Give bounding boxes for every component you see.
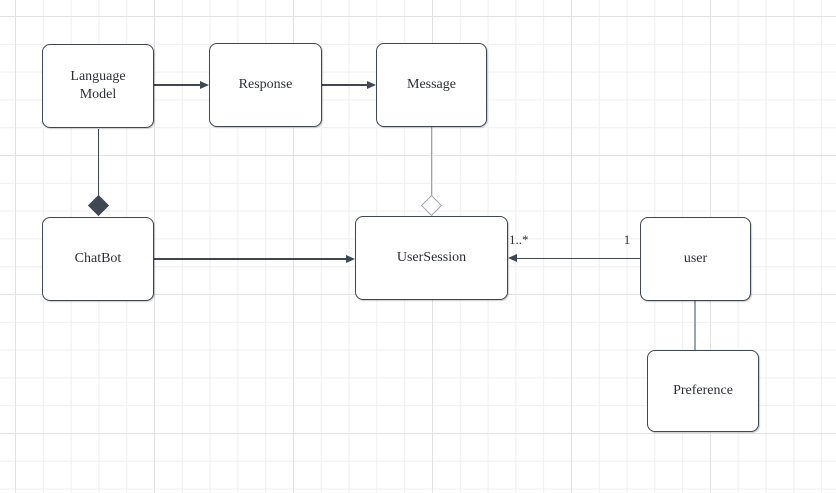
node-response-label: Response [238,76,293,92]
edge-languagemodel-chatbot-line[interactable] [97,129,99,197]
edge-user-usersession-line[interactable] [516,257,640,259]
node-response[interactable]: Response [209,43,322,127]
arrowhead-right-icon [200,81,209,89]
edge-chatbot-usersession-line[interactable] [154,258,347,260]
node-usersession[interactable]: UserSession [355,216,508,300]
multiplicity-label-usersession[interactable]: 1..* [509,232,529,247]
arrowhead-right-icon [346,255,355,263]
composition-diamond-icon [87,194,110,217]
edge-response-message-line[interactable] [322,84,368,86]
node-usersession-label: UserSession [396,249,467,265]
node-language-model[interactable]: Language Model [42,44,154,128]
arrowhead-left-icon [508,254,517,262]
aggregation-diamond-icon [420,194,442,216]
node-language-model-label: Language Model [70,68,126,102]
edge-message-usersession-line[interactable] [430,127,433,197]
node-user-label: user [683,250,708,266]
multiplicity-label-user[interactable]: 1 [623,232,631,247]
node-message-label: Message [407,76,456,92]
node-preference[interactable]: Preference [647,350,759,432]
node-chatbot[interactable]: ChatBot [42,217,154,301]
node-message[interactable]: Message [376,43,487,127]
node-chatbot-label: ChatBot [74,250,122,266]
edge-user-preference-line[interactable] [693,301,696,350]
arrowhead-right-icon [367,81,376,89]
node-user[interactable]: user [640,217,751,301]
edge-languagemodel-response-line[interactable] [154,84,201,86]
node-preference-label: Preference [673,382,733,398]
